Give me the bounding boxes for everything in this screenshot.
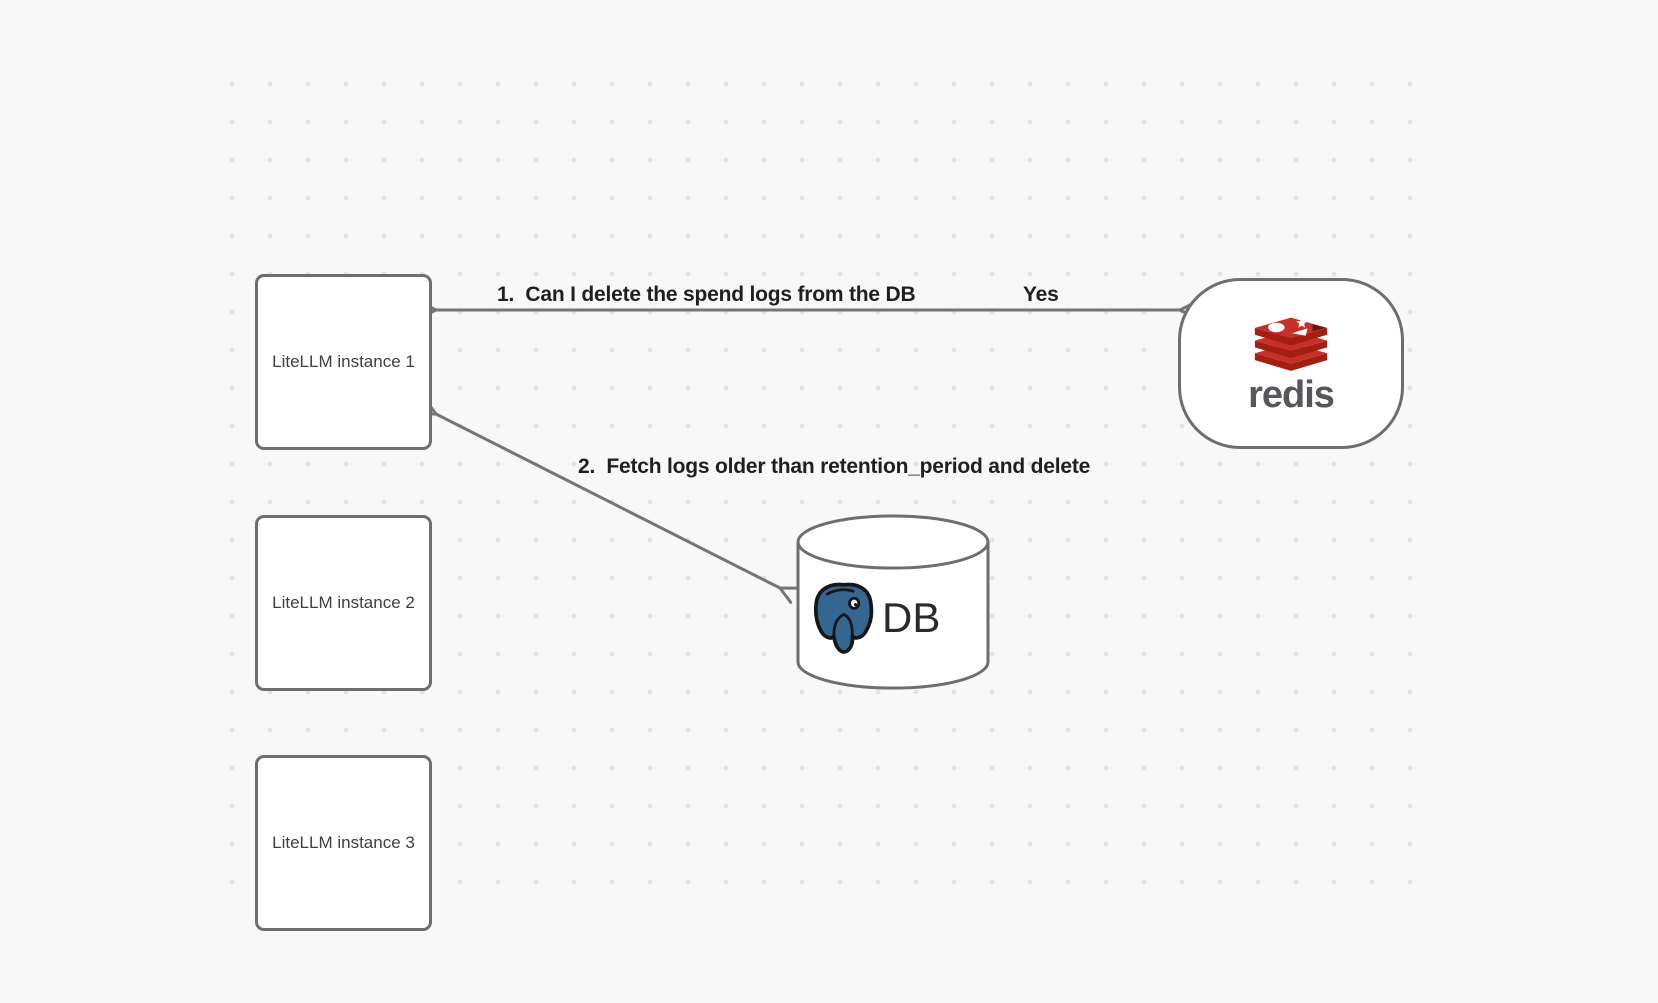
arrow-2-label[interactable]: 2. Fetch logs older than retention_perio…: [578, 455, 1091, 478]
node-label: LiteLLM instance 1: [272, 352, 415, 371]
node-litellm-instance-2[interactable]: LiteLLM instance 2: [255, 515, 432, 691]
node-redis[interactable]: redis: [1178, 278, 1404, 449]
arrow-2[interactable]: [416, 398, 800, 604]
node-label: LiteLLM instance 2: [272, 593, 415, 612]
redis-stack-icon: [1254, 316, 1328, 371]
node-litellm-instance-3[interactable]: LiteLLM instance 3: [255, 755, 432, 931]
node-litellm-instance-1[interactable]: LiteLLM instance 1: [255, 274, 432, 450]
redis-wordmark: redis: [1248, 373, 1335, 416]
arrow-1-answer[interactable]: Yes: [1023, 283, 1059, 306]
node-label: LiteLLM instance 3: [272, 833, 415, 852]
db-label: DB: [882, 594, 941, 641]
postgresql-elephant-icon: [813, 582, 874, 654]
arrow-1-label[interactable]: 1. Can I delete the spend logs from the …: [497, 283, 916, 306]
db-node-content: DB: [809, 580, 940, 656]
